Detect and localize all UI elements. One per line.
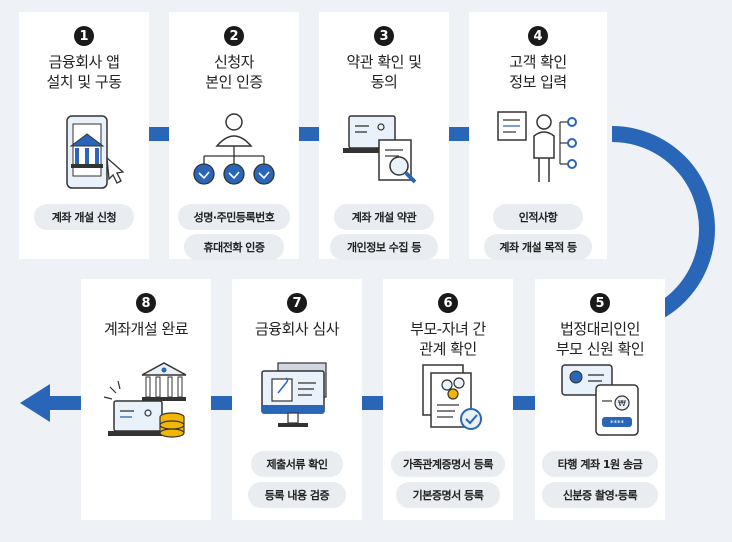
step-tag: 기본증명서 등록	[396, 482, 500, 508]
connector-8-7	[211, 396, 233, 410]
step-title: 약관 확인 및 동의	[346, 53, 422, 91]
review-monitor-icon	[261, 362, 327, 427]
step-title: 계좌개설 완료	[103, 320, 189, 338]
step-number: 3	[374, 26, 394, 46]
step-title: 금융회사 앱 설치 및 구동	[46, 53, 122, 91]
connector-6-5	[513, 396, 535, 410]
step-card-8: 8 계좌개설 완료	[81, 279, 211, 520]
step-card-4: 4 고객 확인 정보 입력 인적사항 계좌 개설 목적 등	[469, 12, 607, 260]
svg-text:₩: ₩	[618, 399, 626, 408]
step-tag: 계좌 개설 약관	[334, 204, 434, 230]
step-title: 법정대리인인 부모 신원 확인	[555, 320, 645, 358]
step-number: 2	[224, 26, 244, 46]
step-title: 부모-자녀 간 관계 확인	[410, 320, 486, 358]
connector-3-4	[449, 127, 471, 141]
step-tag: 인적사항	[493, 204, 583, 230]
step-tag: 타행 계좌 1원 송금	[542, 451, 658, 477]
step-number: 8	[136, 293, 156, 313]
account-complete-icon	[103, 362, 187, 438]
step-tag: 개인정보 수집 등	[330, 234, 438, 260]
step-card-3: 3 약관 확인 및 동의 계좌 개설 약관 개인정보 수집 등	[319, 12, 449, 260]
step-tag: 계좌 개설 목적 등	[484, 234, 592, 260]
step-title: 고객 확인 정보 입력	[509, 53, 567, 91]
step-title: 신청자 본인 인증	[205, 53, 263, 91]
svg-text:****: ****	[610, 419, 625, 427]
step-number: 5	[590, 293, 610, 313]
connector-7-6	[362, 396, 384, 410]
terms-document-icon	[343, 115, 417, 184]
step-card-1: 1 금융회사 앱 설치 및 구동 계좌 개설 신청	[19, 12, 149, 259]
step-tag: 가족관계증명서 등록	[391, 451, 505, 477]
guardian-identity-icon: ₩ ****	[561, 364, 639, 436]
step-card-2: 2 신청자 본인 인증 성명·주민등록번호 휴대전화 인증	[169, 12, 299, 260]
mobile-bank-icon	[66, 115, 125, 189]
step-tag: 신분증 촬영·등록	[542, 482, 658, 508]
step-tag: 계좌 개설 신청	[34, 204, 134, 230]
identity-verification-icon	[193, 113, 275, 185]
step-tag: 제출서류 확인	[251, 451, 343, 477]
step-number: 1	[74, 26, 94, 46]
step-card-5: 5 법정대리인인 부모 신원 확인 ₩ **** 타행 계좌 1원 송금 신분증…	[535, 279, 665, 520]
step-tag: 등록 내용 검증	[248, 482, 346, 508]
step-tag: 성명·주민등록번호	[178, 204, 290, 230]
step-card-6: 6 부모-자녀 간 관계 확인 가족관계증명서 등록 기본증명서 등록	[383, 279, 513, 520]
family-relation-document-icon	[422, 364, 482, 430]
step-card-7: 7 금융회사 심사 제출서류 확인 등록 내용 검증	[232, 279, 362, 520]
step-tag: 휴대전화 인증	[184, 234, 284, 260]
step-number: 6	[438, 293, 458, 313]
connector-2-3	[299, 127, 321, 141]
step-number: 7	[287, 293, 307, 313]
connector-1-2	[149, 127, 171, 141]
step-title: 금융회사 심사	[254, 320, 340, 338]
step-number: 4	[528, 26, 548, 46]
customer-info-input-icon	[497, 111, 577, 182]
